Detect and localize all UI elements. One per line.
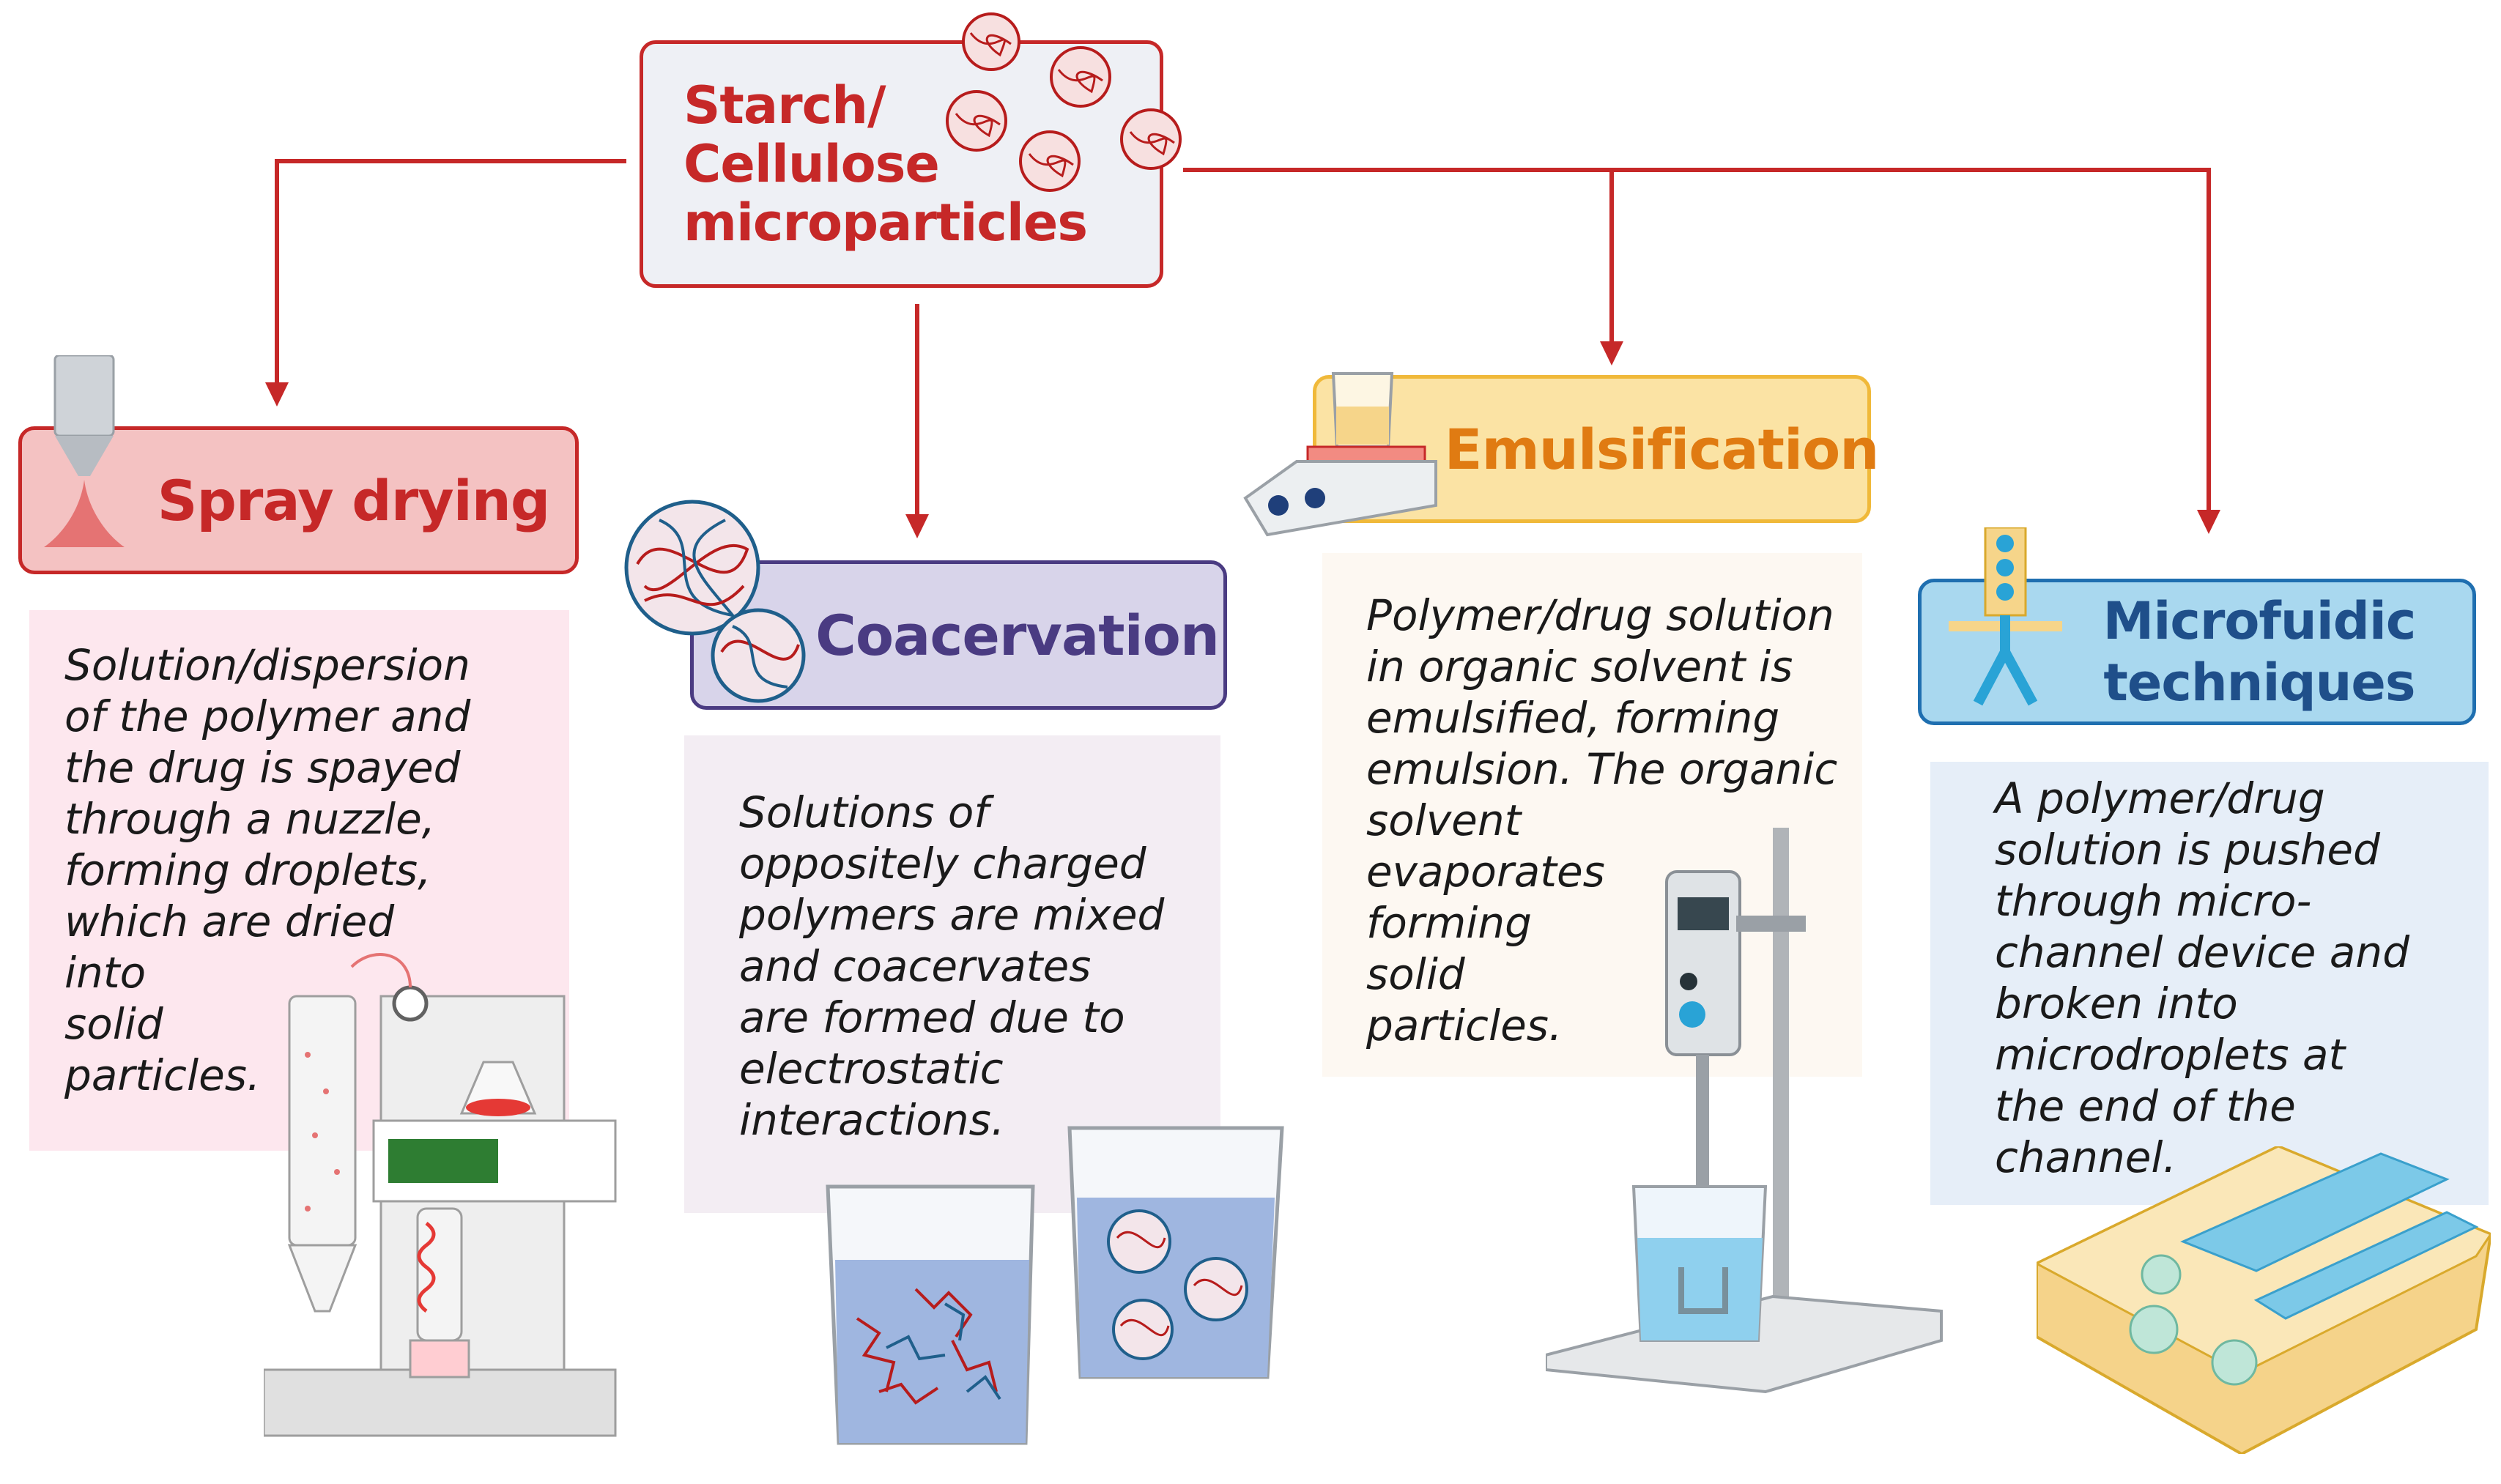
spray-drying-title: Spray drying [157,467,551,533]
emulsification-description: Polymer/drug solution in organic solvent… [1322,553,1862,1077]
polymer-particle-cluster-icon [946,12,1182,192]
flow-focusing-icon [1949,527,2062,706]
beaker-icon [826,1126,1284,1445]
arrow-to-microfluidic [1183,168,2211,526]
spray-dryer-icon [264,953,617,1437]
spray-drying-box: Spray drying [18,426,579,574]
microfluidic-title: Microfuidic techniques [2102,591,2417,713]
microfluidic-description: A polymer/drug solution is pushed throug… [1930,762,2489,1205]
spray-nozzle-icon [44,355,125,547]
coacervation-title: Coacervation [815,602,1220,668]
hotplate-stirrer-icon [1243,372,1437,537]
polymer-particle-icon [624,500,806,703]
coacervation-description: Solutions of oppositely charged polymers… [684,735,1220,1213]
emulsification-title: Emulsification [1444,416,1880,482]
title-box-text: Starch/ Cellulose microparticles [683,75,1088,253]
arrow-to-spray-drying [275,159,626,399]
microfluidic-chip-icon [2037,1146,2491,1454]
overhead-stirrer-icon [1546,828,1943,1394]
